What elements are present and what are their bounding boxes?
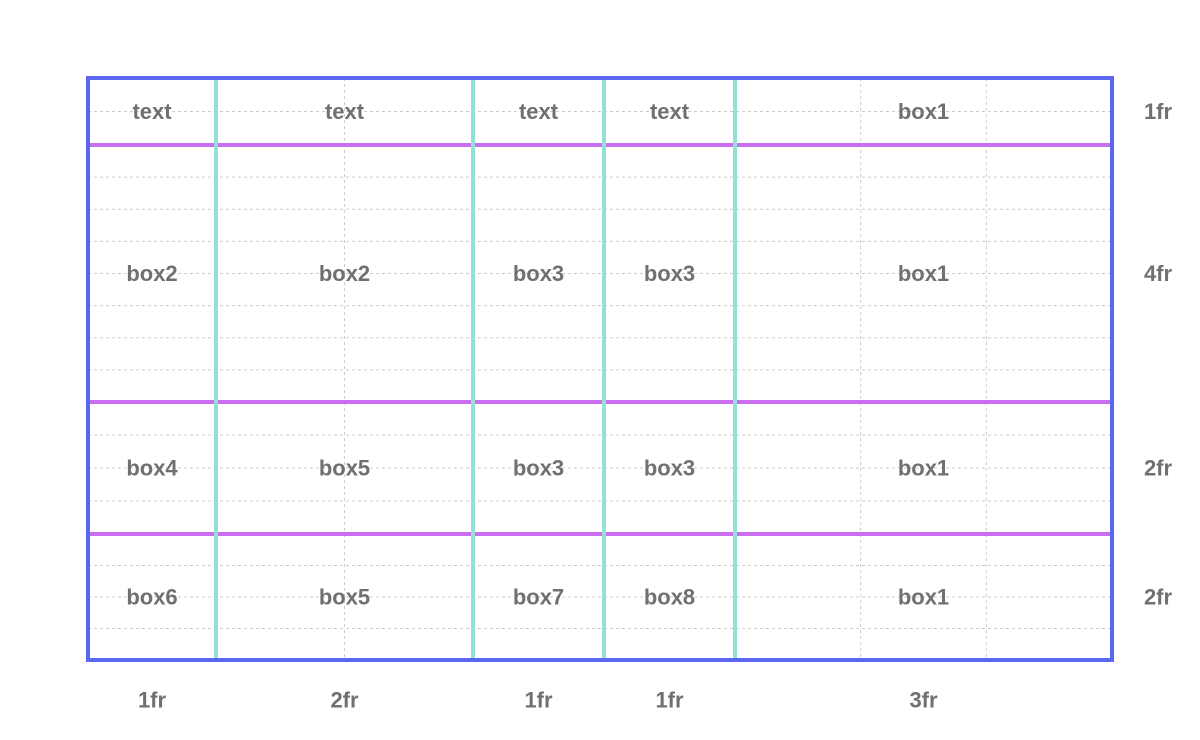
grid-cell-label: text [132,99,172,124]
grid-cell-label: box1 [898,261,949,286]
grid-outer-border [86,76,1114,662]
column-track-labels: 1fr 2fr 1fr 1fr 3fr [138,688,938,713]
column-track-label: 1fr [138,688,167,713]
grid-cell-label: box1 [898,99,949,124]
row-track-label: 2fr [1144,456,1173,481]
grid-cell-label: box3 [513,456,564,481]
row-track-label: 4fr [1144,261,1173,286]
grid-cell-label: box3 [513,261,564,286]
column-track-label: 3fr [909,688,938,713]
grid-cell-label: box7 [513,585,564,610]
row-track-labels: 1fr 4fr 2fr 2fr [1144,99,1173,610]
row-track-label: 2fr [1144,585,1173,610]
grid-cell-label: text [650,99,690,124]
grid-cell-label: box5 [319,585,370,610]
row-lines [88,143,1112,536]
grid-cell-label: box2 [126,261,177,286]
grid-cell-label: box2 [319,261,370,286]
column-track-label: 1fr [655,688,684,713]
subgrid-lines [88,78,1112,660]
grid-cell-label: box1 [898,456,949,481]
column-track-label: 2fr [330,688,359,713]
grid-cell-label: box3 [644,456,695,481]
row-track-label: 1fr [1144,99,1173,124]
cell-labels: text text text text box1 box2 box2 box3 box3 box1… [126,99,949,610]
grid-cell-label: box6 [126,585,177,610]
grid-cell-label: box4 [126,456,178,481]
column-lines [214,78,737,660]
grid-cell-label: box5 [319,456,370,481]
grid-cell-label: text [325,99,365,124]
column-track-label: 1fr [524,688,553,713]
grid-cell-label: box3 [644,261,695,286]
grid-cell-label: text [519,99,559,124]
grid-cell-label: box1 [898,585,949,610]
grid-cell-label: box8 [644,585,695,610]
